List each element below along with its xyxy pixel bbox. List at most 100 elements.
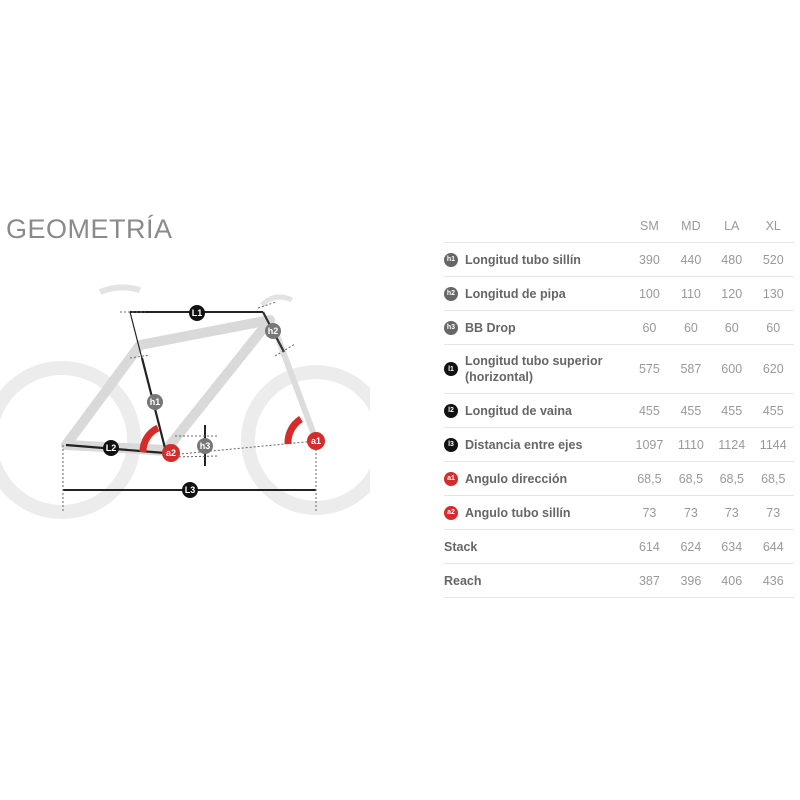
value-cell: 1097 <box>628 427 671 462</box>
row-label: Longitud de pipa <box>465 286 566 301</box>
badge-L1: L1 <box>189 305 205 321</box>
row-badge-icon: h2 <box>444 286 458 301</box>
value-cell: 130 <box>752 276 794 311</box>
row-label-cell: h2 Longitud de pipa <box>444 276 628 311</box>
value-cell: 60 <box>628 310 671 345</box>
table-header-row: SM MD LA XL <box>444 210 794 243</box>
svg-text:L2: L2 <box>106 443 117 453</box>
value-cell: 455 <box>752 393 794 428</box>
row-label-cell: l3 Distancia entre ejes <box>444 427 628 462</box>
value-cell: 68,5 <box>710 461 753 496</box>
row-badge-icon: l3 <box>444 437 458 452</box>
value-cell: 73 <box>628 495 671 530</box>
value-cell: 73 <box>752 495 794 530</box>
value-cell: 440 <box>670 242 711 277</box>
value-cell: 644 <box>752 529 794 564</box>
saddle <box>98 284 141 295</box>
row-label-cell: h1 Longitud tubo sillín <box>444 242 628 277</box>
row-label: Longitud de vaina <box>465 403 572 418</box>
angle-arcs <box>139 416 304 453</box>
front-wheel <box>241 365 370 515</box>
svg-text:a1: a1 <box>311 436 321 446</box>
value-cell: 390 <box>628 242 671 277</box>
seat-angle-arc <box>139 424 160 453</box>
value-cell: 60 <box>752 310 794 345</box>
value-cell: 110 <box>670 276 711 311</box>
badge-a1: a1 <box>307 432 325 450</box>
badge-L3: L3 <box>182 482 198 498</box>
value-cell: 120 <box>710 276 753 311</box>
value-cell: 455 <box>710 393 753 428</box>
row-badge-icon: h1 <box>444 252 458 267</box>
col-header-la: LA <box>724 219 740 233</box>
svg-text:L1: L1 <box>192 308 203 318</box>
row-label: Stack <box>444 539 478 554</box>
value-cell: 68,5 <box>670 461 711 496</box>
value-cell: 73 <box>670 495 711 530</box>
row-badge-icon: a1 <box>444 471 458 486</box>
col-header-md: MD <box>681 219 701 233</box>
row-badge-icon: h3 <box>444 320 458 335</box>
value-cell: 575 <box>628 344 671 394</box>
row-badge-icon: l2 <box>444 403 458 418</box>
value-cell: 520 <box>752 242 794 277</box>
value-cell: 60 <box>670 310 711 345</box>
value-cell: 1124 <box>710 427 753 462</box>
value-cell: 634 <box>710 529 753 564</box>
row-label-cell: h3 BB Drop <box>444 310 628 345</box>
value-cell: 100 <box>628 276 671 311</box>
svg-text:h2: h2 <box>268 326 279 336</box>
value-cell: 396 <box>670 563 711 598</box>
row-label: Angulo tubo sillín <box>465 505 571 520</box>
svg-text:h3: h3 <box>200 441 211 451</box>
row-label-cell: l2 Longitud de vaina <box>444 393 628 428</box>
value-cell: 455 <box>670 393 711 428</box>
row-label: Distancia entre ejes <box>465 437 583 452</box>
row-label: Longitud tubo sillín <box>465 252 581 267</box>
col-header-sm: SM <box>640 219 659 233</box>
bike-silhouette <box>0 284 370 519</box>
badge-h2: h2 <box>265 323 281 339</box>
head-angle-arc <box>284 416 304 445</box>
value-cell: 73 <box>710 495 753 530</box>
value-cell: 68,5 <box>752 461 794 496</box>
badge-L2: L2 <box>103 440 119 456</box>
row-label: BB Drop <box>465 320 516 335</box>
row-badge-icon: l1 <box>444 362 458 376</box>
value-cell: 1144 <box>752 427 794 462</box>
row-label-cell: Reach <box>444 563 628 598</box>
value-cell: 1110 <box>670 427 711 462</box>
value-cell: 436 <box>752 563 794 598</box>
frame <box>61 315 275 455</box>
row-label: Reach <box>444 573 482 588</box>
value-cell: 480 <box>710 242 753 277</box>
value-cell: 614 <box>628 529 671 564</box>
value-cell: 387 <box>628 563 671 598</box>
svg-text:L3: L3 <box>185 485 196 495</box>
value-cell: 600 <box>710 344 753 394</box>
rear-wheel <box>0 361 141 519</box>
badge-a2: a2 <box>162 444 180 462</box>
badge-h3: h3 <box>197 438 213 454</box>
page-title: GEOMETRÍA <box>6 214 173 244</box>
value-cell: 68,5 <box>628 461 671 496</box>
svg-text:a2: a2 <box>166 448 176 458</box>
row-label-sub: (horizontal) <box>465 370 534 384</box>
value-cell: 60 <box>710 310 753 345</box>
value-cell: 624 <box>670 529 711 564</box>
svg-text:h1: h1 <box>150 397 161 407</box>
bike-geometry-diagram: L1 h2 h1 L2 a2 h3 a1 L3 <box>0 284 370 519</box>
value-cell: 455 <box>628 393 671 428</box>
